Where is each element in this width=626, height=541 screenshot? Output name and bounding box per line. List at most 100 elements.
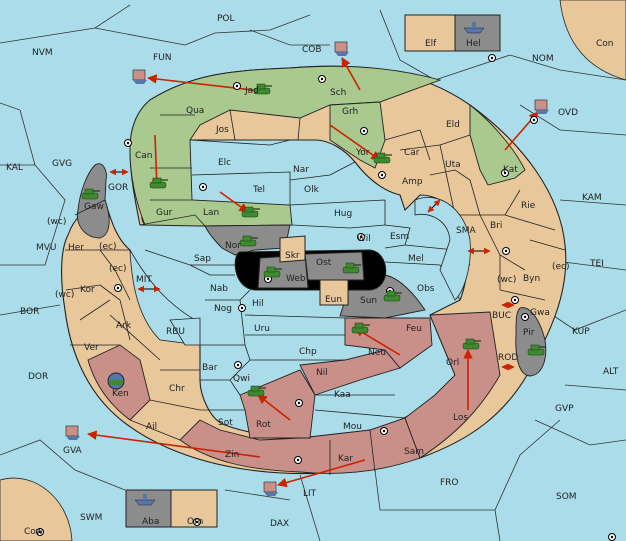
label-lit: LIT bbox=[303, 489, 317, 499]
label-dor: DOR bbox=[28, 372, 48, 382]
unit-fleet-lit bbox=[263, 481, 278, 496]
label-wc-byn: (wc) bbox=[497, 275, 516, 285]
label-kaa: Kaa bbox=[334, 390, 351, 400]
label-sam: Sam bbox=[404, 447, 424, 457]
unit-army-ken bbox=[107, 372, 125, 390]
unit-army-sun bbox=[383, 290, 402, 302]
label-grh: Grh bbox=[342, 107, 358, 117]
move-arrow bbox=[147, 74, 271, 93]
label-nvm: NVM bbox=[32, 48, 53, 58]
province-aba[interactable] bbox=[125, 489, 172, 528]
label-nor: Nor bbox=[225, 241, 241, 251]
label-wc-kor: (wc) bbox=[55, 290, 74, 300]
region-rot-red bbox=[239, 369, 316, 439]
unit-army-neu bbox=[351, 322, 370, 334]
label-kar: Kar bbox=[338, 454, 353, 464]
label-sun: Sun bbox=[360, 296, 377, 306]
label-sch: Sch bbox=[330, 88, 346, 98]
label-uta: Uta bbox=[445, 160, 461, 170]
label-mvu: MVU bbox=[36, 243, 57, 253]
label-sma: SMA bbox=[456, 226, 476, 236]
label-bri: Bri bbox=[490, 221, 502, 231]
label-gva: GVA bbox=[63, 446, 83, 456]
label-tei: TEI bbox=[589, 259, 604, 269]
unit-army-web bbox=[263, 266, 282, 278]
label-chr: Chr bbox=[169, 384, 185, 394]
unit-fleet-ovd bbox=[534, 99, 549, 114]
province-con[interactable] bbox=[559, 0, 626, 81]
label-elf: Elf bbox=[425, 39, 437, 49]
label-yor: Yor bbox=[355, 148, 370, 158]
label-gur: Gur bbox=[156, 208, 173, 218]
move-arrow bbox=[341, 57, 361, 91]
province-pir[interactable] bbox=[515, 307, 547, 377]
label-kal: KAL bbox=[6, 163, 23, 173]
label-alt: ALT bbox=[603, 367, 619, 377]
label-som: SOM bbox=[556, 492, 577, 502]
label-nom: NOM bbox=[532, 54, 554, 64]
label-mou: Mou bbox=[343, 422, 362, 432]
label-nog: Nog bbox=[214, 304, 232, 314]
label-gor: GOR bbox=[108, 183, 128, 193]
label-buc: BUC bbox=[492, 311, 511, 321]
units[interactable] bbox=[65, 22, 549, 506]
label-pol: POL bbox=[217, 14, 235, 24]
label-gaw: Gaw bbox=[84, 202, 104, 212]
move-arrow bbox=[87, 430, 261, 458]
label-ver: Ver bbox=[84, 343, 99, 353]
label-wil: Wil bbox=[357, 234, 371, 244]
unit-army-rot bbox=[247, 385, 266, 397]
move-arrow bbox=[329, 124, 381, 161]
label-eld: Eld bbox=[446, 120, 460, 130]
move-arrow bbox=[257, 394, 291, 421]
label-hug: Hug bbox=[334, 209, 352, 219]
label-gvp: GVP bbox=[555, 404, 574, 414]
unit-fleet-aba bbox=[134, 494, 156, 506]
province-borders bbox=[65, 109, 566, 475]
unit-army-lan bbox=[241, 206, 260, 218]
move-arrow bbox=[277, 459, 366, 488]
province-skr[interactable] bbox=[279, 235, 306, 263]
move-arrow bbox=[219, 191, 249, 213]
province-gaw[interactable] bbox=[77, 163, 110, 239]
province-eun[interactable] bbox=[319, 279, 349, 306]
unit-fleet-gva bbox=[65, 425, 80, 440]
label-esm: Esm bbox=[390, 232, 409, 242]
label-sot: Sot bbox=[218, 418, 233, 428]
label-bar: Bar bbox=[202, 363, 218, 373]
unit-army-jad bbox=[253, 83, 272, 95]
label-hil: Hil bbox=[252, 299, 264, 309]
unit-fleet-hel bbox=[463, 22, 485, 34]
label-kat: Kat bbox=[503, 165, 518, 175]
unit-army-gaw bbox=[81, 188, 100, 200]
label-nil: Nil bbox=[316, 368, 328, 378]
label-nab: Nab bbox=[210, 284, 228, 294]
label-mit: MIT bbox=[136, 275, 152, 285]
label-hel: Hel bbox=[466, 39, 481, 49]
unit-army-ost bbox=[342, 262, 361, 274]
label-web: Web bbox=[286, 274, 306, 284]
label-bor: BOR bbox=[20, 307, 39, 317]
label-uru: Uru bbox=[254, 324, 270, 334]
unit-fleet-fun bbox=[132, 69, 147, 84]
province-ost[interactable] bbox=[304, 251, 365, 281]
label-zin: Zin bbox=[225, 450, 239, 460]
label-nar: Nar bbox=[293, 165, 309, 175]
label-fro: FRO bbox=[440, 478, 459, 488]
label-jad: Jad bbox=[244, 86, 259, 96]
label-eun: Eun bbox=[325, 295, 342, 305]
unit-fleet-cob bbox=[334, 41, 349, 56]
label-qua: Qua bbox=[186, 106, 204, 116]
unit-army-nor bbox=[239, 235, 258, 247]
label-sap: Sap bbox=[194, 254, 211, 264]
label-rbu: RBU bbox=[166, 327, 185, 337]
label-cob: COB bbox=[302, 45, 322, 55]
label-los: Los bbox=[453, 413, 468, 423]
unit-army-pir bbox=[527, 344, 546, 356]
label-neu: Neu bbox=[368, 348, 386, 358]
label-orl: Orl bbox=[446, 358, 459, 368]
region-south-red bbox=[179, 417, 421, 474]
province-elf[interactable] bbox=[404, 14, 456, 52]
label-pir: Pir bbox=[523, 328, 535, 338]
